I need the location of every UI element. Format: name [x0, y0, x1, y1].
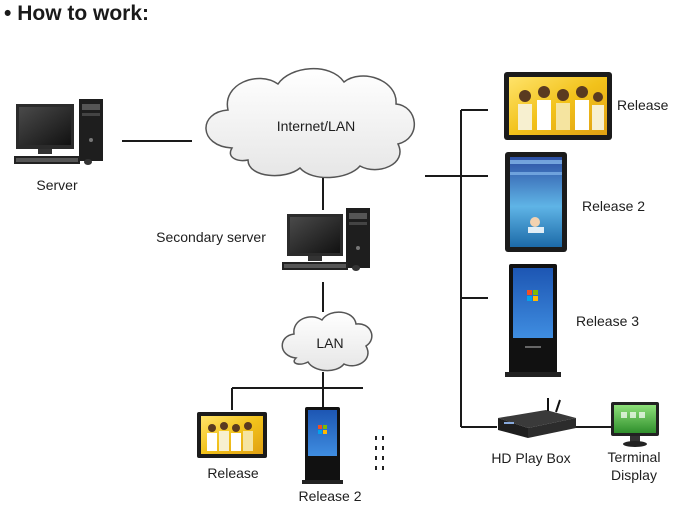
terminal-display-label-2: Display	[611, 467, 657, 483]
kiosk-icon	[505, 264, 561, 377]
cloud-icon	[281, 311, 373, 372]
hd-play-box-label: HD Play Box	[491, 450, 570, 466]
release-bottom-label: Release	[207, 465, 259, 481]
release-2-right-label: Release 2	[582, 198, 645, 214]
page-heading: • How to work:	[4, 2, 149, 26]
landscape-display-icon	[504, 72, 612, 140]
heading-text: How to work:	[17, 2, 150, 25]
terminal-display-label-1: Terminal	[608, 449, 661, 465]
release-top-label: Release	[617, 97, 669, 113]
media-player-icon	[498, 398, 576, 438]
internet-lan-label: Internet/LAN	[277, 118, 356, 134]
cloud-icon	[205, 68, 416, 179]
monitor-icon	[611, 402, 659, 447]
release-2-bottom-label: Release 2	[298, 488, 361, 504]
release-3-right-label: Release 3	[576, 313, 639, 329]
desktop-computer-icon	[14, 99, 103, 165]
lan-label: LAN	[316, 335, 343, 351]
kiosk-icon	[302, 407, 343, 484]
server-label: Server	[36, 177, 78, 193]
secondary-server-label: Secondary server	[156, 229, 266, 245]
desktop-computer-icon	[282, 208, 370, 271]
landscape-display-icon	[197, 412, 267, 458]
portrait-display-icon	[505, 152, 567, 252]
connection-lines	[122, 109, 612, 428]
heading-bullet: •	[4, 2, 12, 25]
more-dots-icon	[375, 436, 384, 470]
